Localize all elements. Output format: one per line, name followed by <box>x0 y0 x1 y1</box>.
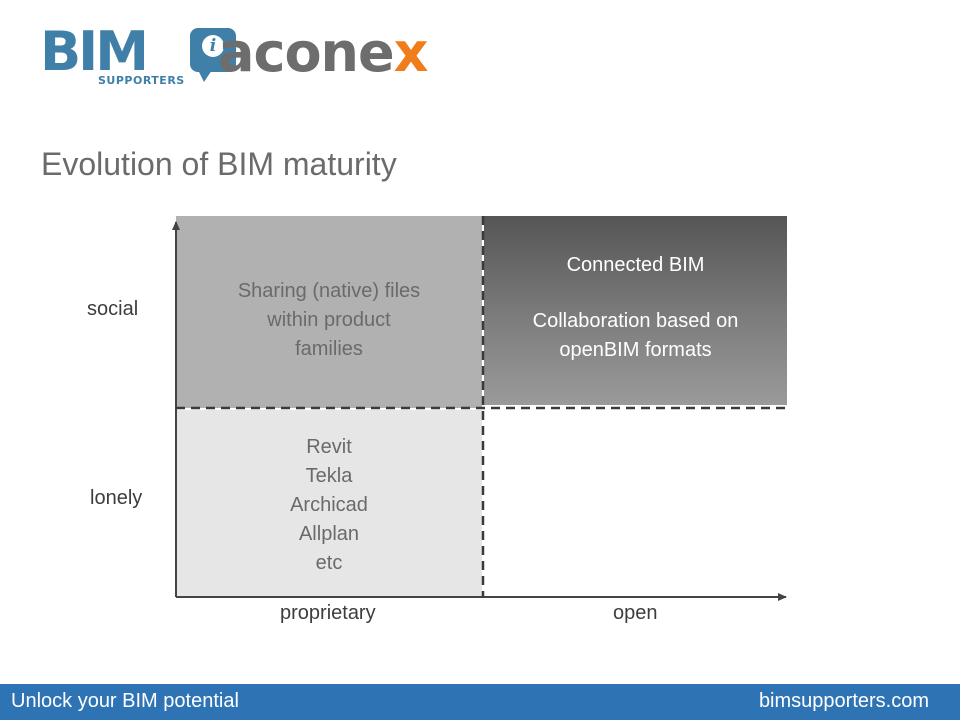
x-axis-label-proprietary: proprietary <box>280 602 376 624</box>
list-item: etc <box>315 552 343 574</box>
software-list: Revit Tekla Archicad Allplan etc <box>176 433 482 578</box>
quadrant-text-line: within product <box>267 309 391 331</box>
list-item: Archicad <box>290 494 368 516</box>
quadrant-bottom-left: Revit Tekla Archicad Allplan etc <box>176 410 482 596</box>
quadrant-top-right: Connected BIM Collaboration based on ope… <box>484 216 787 405</box>
y-axis-label-lonely: lonely <box>90 487 143 509</box>
bim-supporters-logo: BIM i SUPPORTERS <box>40 20 236 90</box>
list-item: Revit <box>306 436 352 458</box>
list-item: Allplan <box>298 523 360 545</box>
aconex-logo: aconex <box>218 18 429 88</box>
info-speech-bubble-icon: i <box>190 28 236 82</box>
list-item: Tekla <box>305 465 353 487</box>
quadrant-top-left-text: Sharing (native) files within product fa… <box>176 277 482 364</box>
quadrant-text-line: openBIM formats <box>559 339 712 361</box>
aconex-logo-accent: x <box>393 21 429 84</box>
quadrant-text-line: families <box>295 338 363 360</box>
quadrant-top-left: Sharing (native) files within product fa… <box>176 216 482 408</box>
info-glyph: i <box>202 35 224 57</box>
footer-website-link[interactable]: bimsupporters.com <box>758 690 929 712</box>
footer-bar: Unlock your BIM potential bimsupporters.… <box>0 684 960 720</box>
bim-logo-subtitle: SUPPORTERS <box>98 74 185 87</box>
quadrant-top-right-title: Connected BIM <box>566 254 705 276</box>
x-axis-label-open: open <box>613 602 658 624</box>
footer-tagline: Unlock your BIM potential <box>11 690 239 712</box>
quadrant-text-line: Sharing (native) files <box>237 280 421 302</box>
y-axis-label-social: social <box>87 298 139 320</box>
quadrant-top-right-text: Collaboration based on openBIM formats <box>484 307 787 365</box>
aconex-logo-main: acone <box>218 21 395 84</box>
slide-title: Evolution of BIM maturity <box>41 146 397 182</box>
quadrant-text-line: Collaboration based on <box>532 310 739 332</box>
bim-logo-word: BIM <box>40 20 149 83</box>
